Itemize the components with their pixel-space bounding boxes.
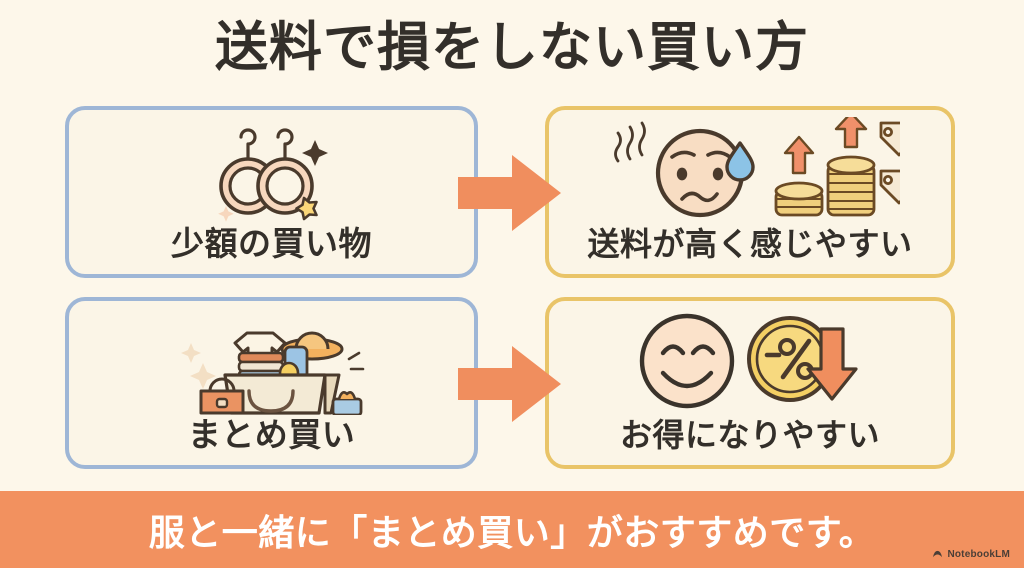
cause-label: 少額の買い物 [171, 225, 372, 262]
effect-box-better-value: お得になりやすい [545, 297, 955, 469]
effect-label: お得になりやすい [619, 417, 880, 453]
effect-label: 送料が高く感じやすい [587, 226, 913, 262]
effect-box-shipping-feels-expensive: 送料が高く感じやすい [545, 106, 955, 278]
banner-text: 服と一緒に「まとめ買い」がおすすめです。 [148, 511, 876, 553]
shopping-bag-icon [177, 307, 367, 415]
footer-banner: 服と一緒に「まとめ買い」がおすすめです。 NotebookLM [0, 491, 1024, 568]
two-hangers-icon [208, 116, 336, 224]
watermark-label: NotebookLM [947, 549, 1010, 560]
cause-box-small-purchase: 少額の買い物 [65, 106, 478, 278]
worried-face-and-rising-coins-icon [600, 116, 900, 224]
notebooklm-logo-icon [932, 549, 943, 560]
page-title: 送料で損をしない買い方 [215, 18, 809, 77]
cause-box-bulk-buying: まとめ買い [65, 297, 478, 469]
right-arrow-icon-row-2 [452, 336, 567, 432]
smiley-face-and-discount-coin-icon [635, 307, 865, 415]
right-arrow-icon-row-1 [452, 145, 567, 241]
watermark: NotebookLM [932, 549, 1010, 560]
cause-label: まとめ買い [187, 416, 356, 453]
